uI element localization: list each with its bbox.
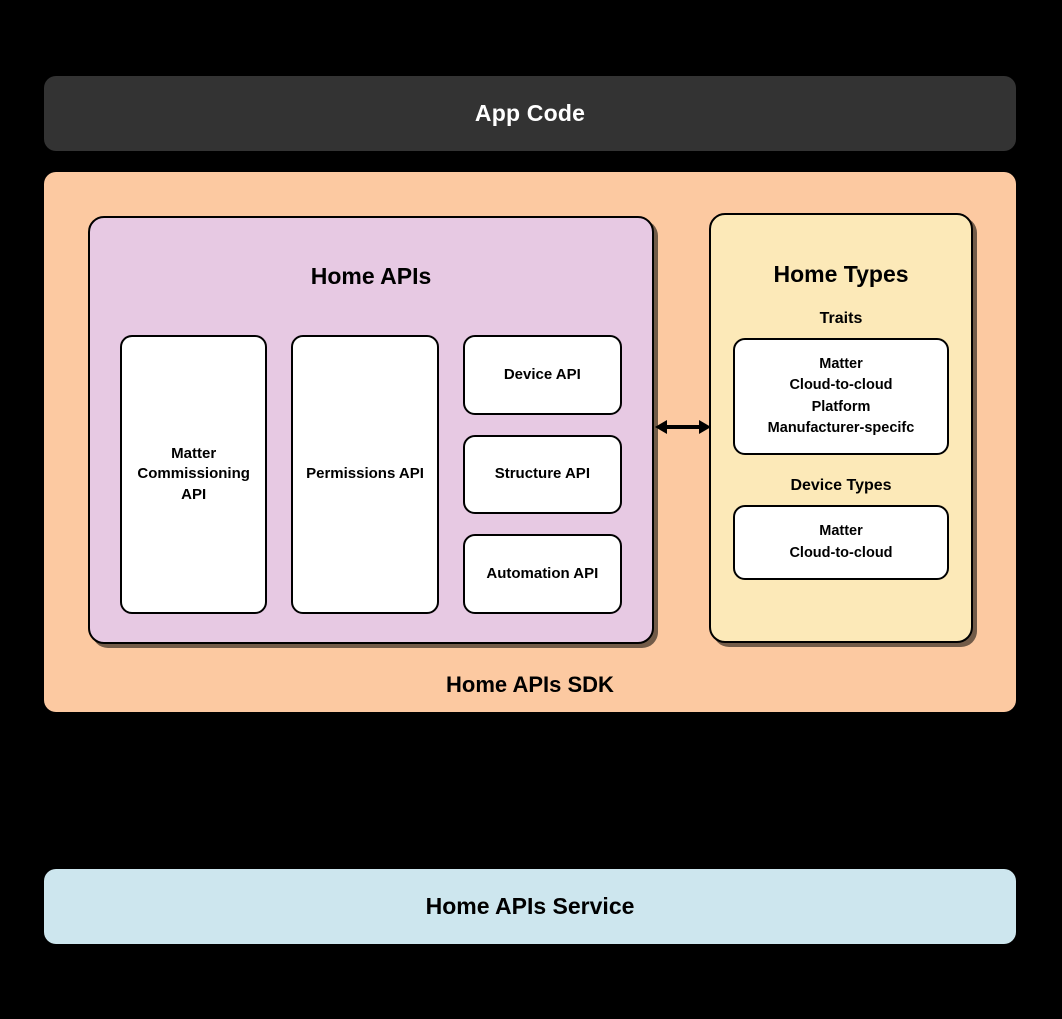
- home-apis-service-label: Home APIs Service: [425, 893, 635, 919]
- automation-api-label: Automation API: [486, 565, 599, 583]
- traits-heading: Traits: [819, 310, 863, 327]
- permissions-api-card: Permissions API: [291, 335, 439, 614]
- structure-api-label: Structure API: [494, 465, 590, 483]
- home-apis-title: Home APIs: [310, 263, 432, 289]
- device-api-label: Device API: [503, 365, 581, 383]
- home-types-panel: Home Types Traits Matter Cloud-to-cloud …: [709, 213, 973, 643]
- matter-commissioning-column: Matter Commissioning API: [120, 335, 268, 614]
- home-apis-sdk-container: Home APIs Matter Commissioning API Permi…: [44, 172, 1016, 712]
- traits-items-label: Matter Cloud-to-cloud Platform Manufactu…: [767, 356, 915, 436]
- permissions-api-label: Permissions API: [306, 465, 424, 483]
- double-headed-arrow-icon: [655, 420, 711, 434]
- api-stack-column: Device API Structure API Automation API: [462, 335, 622, 615]
- app-code-block: App Code: [44, 76, 1016, 151]
- permissions-api-column: Permissions API: [291, 335, 439, 614]
- home-apis-panel: Home APIs Matter Commissioning API Permi…: [88, 216, 654, 644]
- app-code-label: App Code: [474, 100, 586, 126]
- matter-commissioning-api-label: Matter Commissioning API: [137, 445, 250, 503]
- home-apis-service-block: Home APIs Service: [44, 869, 1016, 944]
- device-types-items-label: Matter Cloud-to-cloud: [789, 523, 893, 561]
- traits-card: Matter Cloud-to-cloud Platform Manufactu…: [733, 338, 949, 456]
- structure-api-card: Structure API: [462, 434, 622, 515]
- home-apis-card-columns: Matter Commissioning API Permissions API…: [120, 335, 622, 615]
- device-types-card: Matter Cloud-to-cloud: [733, 505, 949, 580]
- automation-api-card: Automation API: [462, 534, 622, 615]
- matter-commissioning-api-card: Matter Commissioning API: [120, 335, 268, 614]
- home-types-title: Home Types: [773, 261, 909, 287]
- device-api-card: Device API: [462, 335, 622, 415]
- home-apis-sdk-label: Home APIs SDK: [446, 672, 614, 697]
- device-types-heading: Device Types: [790, 477, 892, 495]
